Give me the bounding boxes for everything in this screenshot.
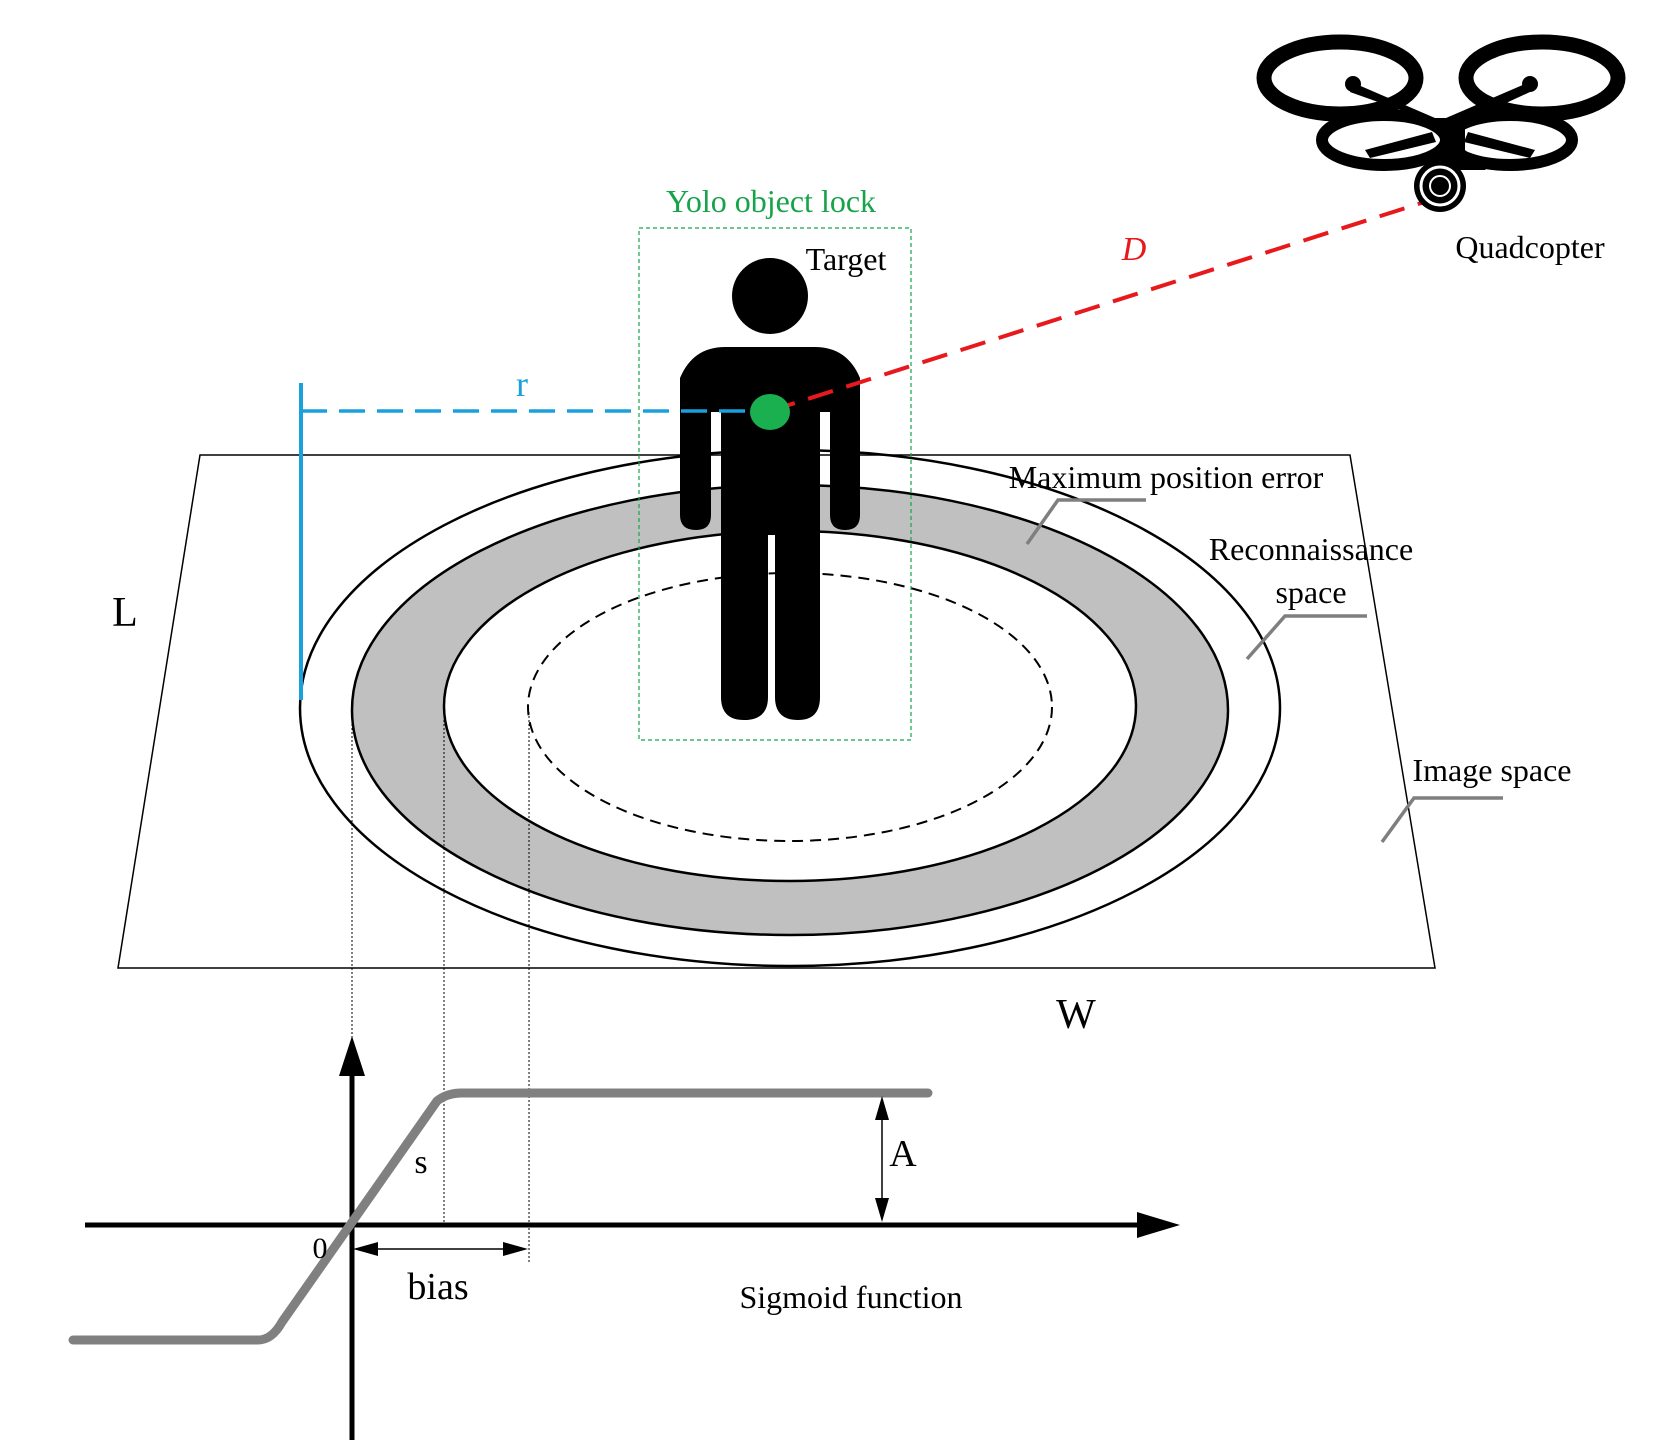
distance-dashed-line — [769, 195, 1441, 413]
amplitude-arrow-up-icon — [875, 1096, 889, 1120]
max-error-label: Maximum position error — [1009, 459, 1324, 495]
bias-arrow-right-icon — [503, 1242, 528, 1256]
recon-label-line2: space — [1275, 574, 1346, 610]
function-name-label: Sigmoid function — [739, 1279, 962, 1315]
target-center-dot — [750, 394, 790, 430]
distance-label: D — [1121, 231, 1147, 268]
amplitude-label: A — [889, 1133, 917, 1175]
recon-leader — [1245, 614, 1367, 661]
origin-label: 0 — [313, 1232, 328, 1265]
max-error-leader — [1025, 498, 1146, 546]
bias-label: bias — [407, 1266, 468, 1308]
radius-label: r — [516, 364, 528, 404]
yolo-lock-box — [638, 227, 912, 741]
yolo-label: Yolo object lock — [666, 183, 876, 219]
target-label: Target — [806, 241, 887, 277]
recon-label-line1: Reconnaissance — [1209, 531, 1413, 567]
length-label: L — [112, 590, 138, 636]
person-icon — [680, 258, 860, 720]
slope-label: s — [414, 1144, 427, 1181]
bias-arrow-left-icon — [353, 1242, 378, 1256]
quadcopter-icon — [1256, 34, 1626, 212]
x-axis-arrow-icon — [1137, 1212, 1180, 1238]
image-space-leader — [1380, 796, 1503, 844]
quadcopter-label: Quadcopter — [1455, 229, 1605, 265]
width-label: W — [1056, 992, 1096, 1038]
image-space-label: Image space — [1412, 752, 1571, 788]
image-space-plane — [117, 454, 1436, 969]
y-axis-arrow-icon — [339, 1036, 365, 1076]
sigmoid-curve — [68, 1088, 933, 1345]
amplitude-arrow-down-icon — [875, 1198, 889, 1222]
